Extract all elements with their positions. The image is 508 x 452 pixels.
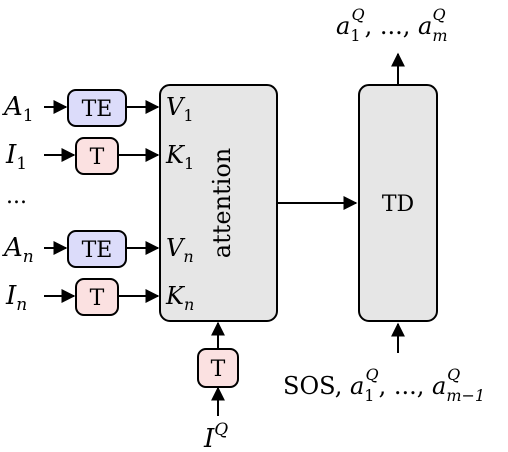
input-label-i1: I1	[5, 140, 27, 174]
ellipsis-label: ...	[6, 184, 27, 209]
key-label-v1: V1	[166, 93, 194, 125]
key-label-vn: Vn	[166, 234, 194, 266]
output-label: a1Q, ..., amQ	[336, 5, 448, 45]
key-label-kn: Kn	[165, 282, 194, 314]
td-label: TD	[382, 192, 414, 217]
input-label-a1: A1	[2, 92, 34, 126]
input-label-an: An	[2, 233, 34, 267]
t-box-query-label: T	[211, 357, 226, 382]
query-input-label: IQ	[203, 420, 228, 452]
attention-label: attention	[208, 148, 236, 258]
input-label-in: In	[5, 281, 27, 315]
t-box-n-label: T	[90, 286, 105, 311]
key-label-k1: K1	[165, 141, 194, 173]
decoder-input-label: SOS, a1Q, ..., am−1Q	[283, 365, 485, 405]
te-box-n-label: TE	[82, 238, 113, 263]
t-box-1-label: T	[90, 145, 105, 170]
te-box-1-label: TE	[82, 97, 113, 122]
